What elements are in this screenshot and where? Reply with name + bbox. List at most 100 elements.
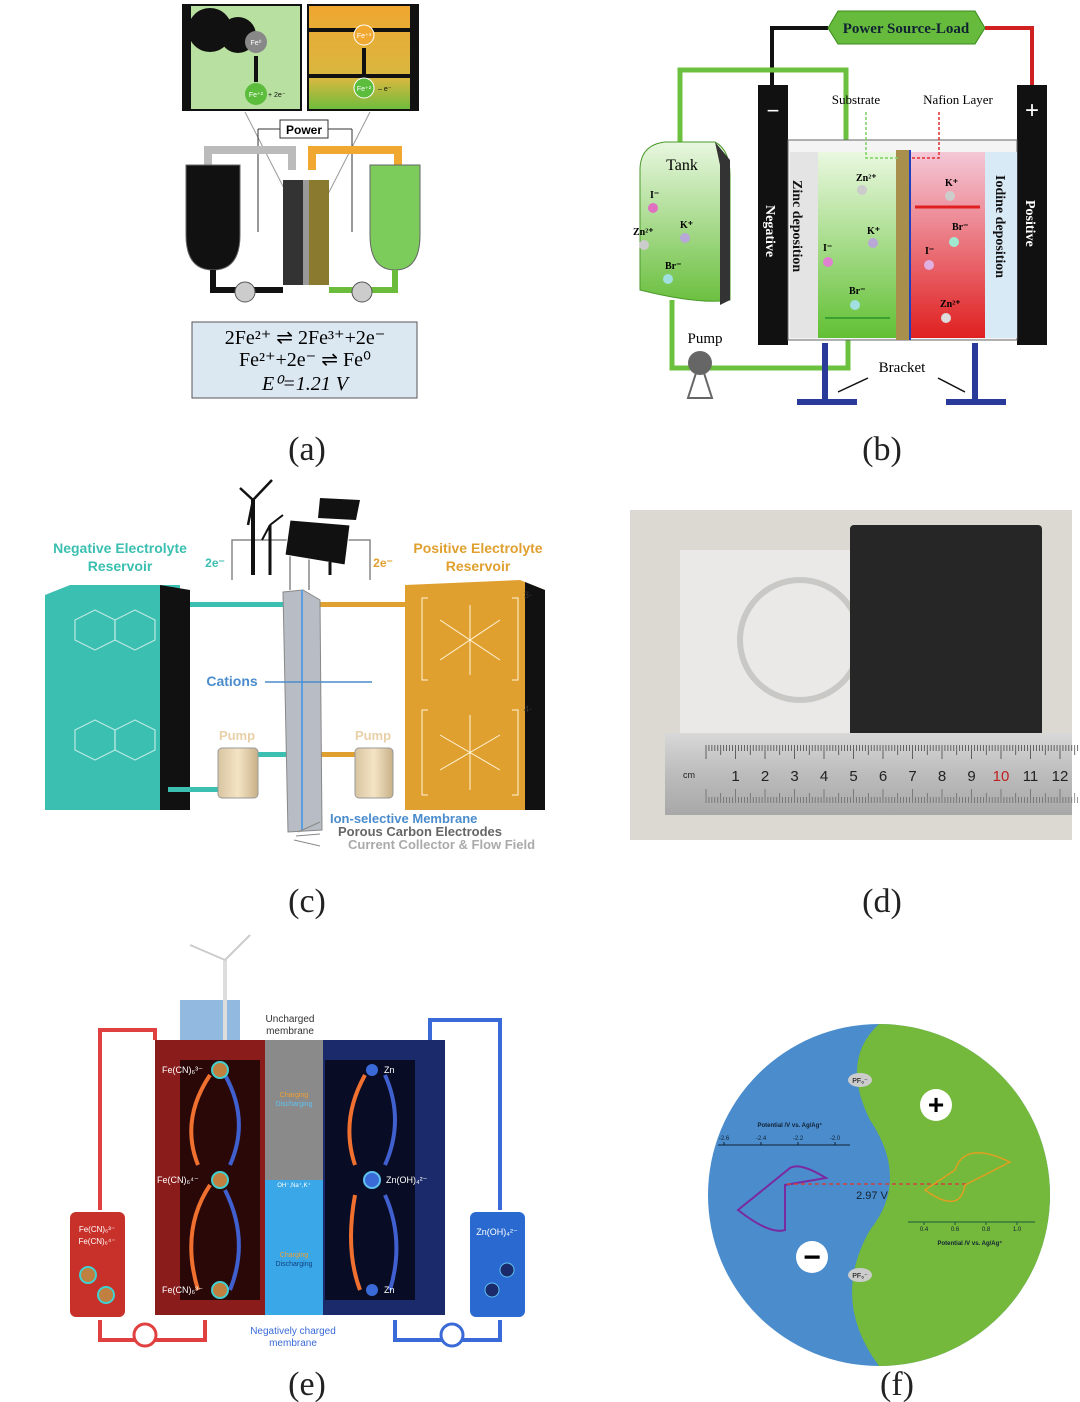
bracket-left [797, 343, 857, 405]
ion-label: Zn²⁺ [856, 173, 877, 184]
anthraquinone-structure [74, 609, 156, 761]
ion-label: Zn²⁺ [633, 227, 654, 238]
ion-label: Br⁻ [849, 286, 865, 297]
pf6-top: PF₆⁻ [852, 1078, 868, 1085]
panel-label-b: (b) [862, 431, 902, 468]
solar-panel-icon [284, 498, 360, 575]
ferricyanide-structure [421, 597, 519, 796]
left-ticks: -2.6-2.4-2.2-2.0 [719, 1136, 841, 1145]
ruler-number: 12 [1052, 768, 1069, 785]
discharging-label-2: Discharging [276, 1261, 313, 1268]
pump-right-label: Pump [355, 728, 391, 743]
charge-3: 3- [524, 590, 532, 600]
tank-right [470, 1212, 525, 1317]
panel-label-c: (c) [288, 883, 326, 920]
plus-icon: + [928, 1089, 944, 1120]
neg-reservoir-subtitle: Reservoir [88, 558, 153, 574]
pos-reservoir-subtitle: Reservoir [446, 558, 511, 574]
ruler-number: 10 [993, 768, 1010, 785]
fe2-label: Fe⁺² [249, 92, 264, 99]
cations-label: Cations [206, 673, 258, 689]
pump-right [351, 281, 373, 303]
uncharged-membrane-label: Uncharged [266, 1014, 315, 1025]
cv-curve-right [923, 1151, 1012, 1202]
electrons-left: 2e⁻ [205, 556, 225, 570]
catholyte [911, 152, 985, 338]
pump-left [234, 281, 256, 303]
reaction-text: + 2e⁻ [268, 92, 286, 99]
right-axis-title: Potential /V vs. Ag/Ag⁺ [938, 1240, 1003, 1247]
ruler-number: 9 [967, 768, 975, 785]
fe0-particle [245, 31, 267, 53]
tank-right-label: Zn(OH)₄²⁻ [476, 1227, 518, 1237]
equation-box [191, 321, 418, 399]
charge-4: 4- [524, 704, 532, 714]
ion-label: Br⁻ [665, 261, 681, 272]
ion-label: Br⁻ [952, 222, 968, 233]
power-source-label: Power Source-Load [843, 21, 970, 37]
fe3-label-top: Fe(CN)₆³⁻ [162, 1065, 203, 1075]
tank-left-label-2: Fe(CN)₆⁴⁻ [78, 1237, 115, 1246]
left-axis-title: Potential /V vs. Ag/Ag⁺ [758, 1122, 823, 1129]
red-pipe [98, 1028, 157, 1210]
zn-label-bottom: Zn [384, 1285, 395, 1295]
fe2-right-label: Fe⁺² [357, 86, 372, 93]
nafion-layer [909, 150, 911, 340]
charging-label: Charging [280, 1092, 309, 1099]
electrons-right: 2e⁻ [373, 556, 393, 570]
collector-label: Current Collector & Flow Field [348, 837, 535, 852]
minus-icon: − [803, 1241, 821, 1274]
yin-yang-green [852, 1024, 1050, 1366]
ruler-numbers: 12345678910111213 [731, 768, 1069, 785]
iodine-deposition-label: Iodine deposition [992, 175, 1007, 278]
tick-label: -2.2 [793, 1136, 804, 1142]
positive-electrode [1017, 85, 1047, 345]
ruler-number: 4 [820, 768, 828, 785]
minus-sign: − [767, 98, 780, 123]
ruler-number: 2 [761, 768, 769, 785]
pump-label: Pump [687, 331, 722, 347]
pump-right-cylinder [354, 747, 394, 799]
pump-right-icon [439, 1322, 465, 1348]
ruler-number: 7 [908, 768, 916, 785]
tick-label: 0.8 [982, 1227, 991, 1233]
ion-label: K⁺ [945, 178, 958, 189]
deposit-shape [188, 8, 232, 52]
panel-label-a: (a) [288, 431, 326, 468]
ion-label: Zn²⁺ [940, 299, 961, 310]
equation-1: 2Fe²⁺ ⇌ 2Fe³⁺+2e⁻ [225, 327, 386, 349]
positive-reservoir [405, 580, 545, 810]
charging-label-2: Charging [280, 1252, 309, 1259]
ruler-number: 11 [1023, 768, 1039, 785]
ion-label: K⁺ [867, 226, 880, 237]
panel-e: Uncharged membrane Charging Discharging … [70, 934, 525, 1402]
fe0-label: Fe⁰ [251, 39, 262, 47]
panel-d: cm 12345678910111213 (d) [630, 510, 1079, 920]
equation-3: E⁰=1.21 V [261, 373, 351, 395]
positive-label: Positive [1022, 200, 1037, 247]
ruler-number: 8 [938, 768, 946, 785]
ruler-number: 6 [879, 768, 887, 785]
dark-sample [850, 525, 1042, 743]
charged-membrane [265, 1180, 323, 1315]
reaction-right-text: – e⁻ [378, 86, 392, 93]
panel-label-f: (f) [880, 1366, 914, 1402]
ion-label: K⁺ [680, 220, 693, 231]
ruler-number: 1 [731, 768, 739, 785]
panel-c: Negative Electrolyte Reservoir Positive … [45, 479, 545, 920]
substrate-label: Substrate [832, 92, 881, 107]
bracket-right [946, 343, 1006, 405]
ruler-number: 3 [790, 768, 798, 785]
negative-electrode [758, 85, 788, 345]
neg-membrane-label: Negatively charged [250, 1326, 336, 1337]
cell-positive [309, 180, 329, 285]
redox-arrows [189, 1073, 399, 1291]
ruler-ticks [705, 745, 1079, 803]
ruler-unit: cm [683, 770, 695, 780]
tank-label: Tank [666, 157, 698, 174]
fe4-label: Fe(CN)₆⁴⁻ [157, 1175, 199, 1185]
pf6-bottom: PF₆⁻ [852, 1273, 868, 1280]
pump-left-label: Pump [219, 728, 255, 743]
ion-label: I⁻ [650, 190, 659, 201]
neg-membrane-label-2: membrane [269, 1338, 317, 1349]
